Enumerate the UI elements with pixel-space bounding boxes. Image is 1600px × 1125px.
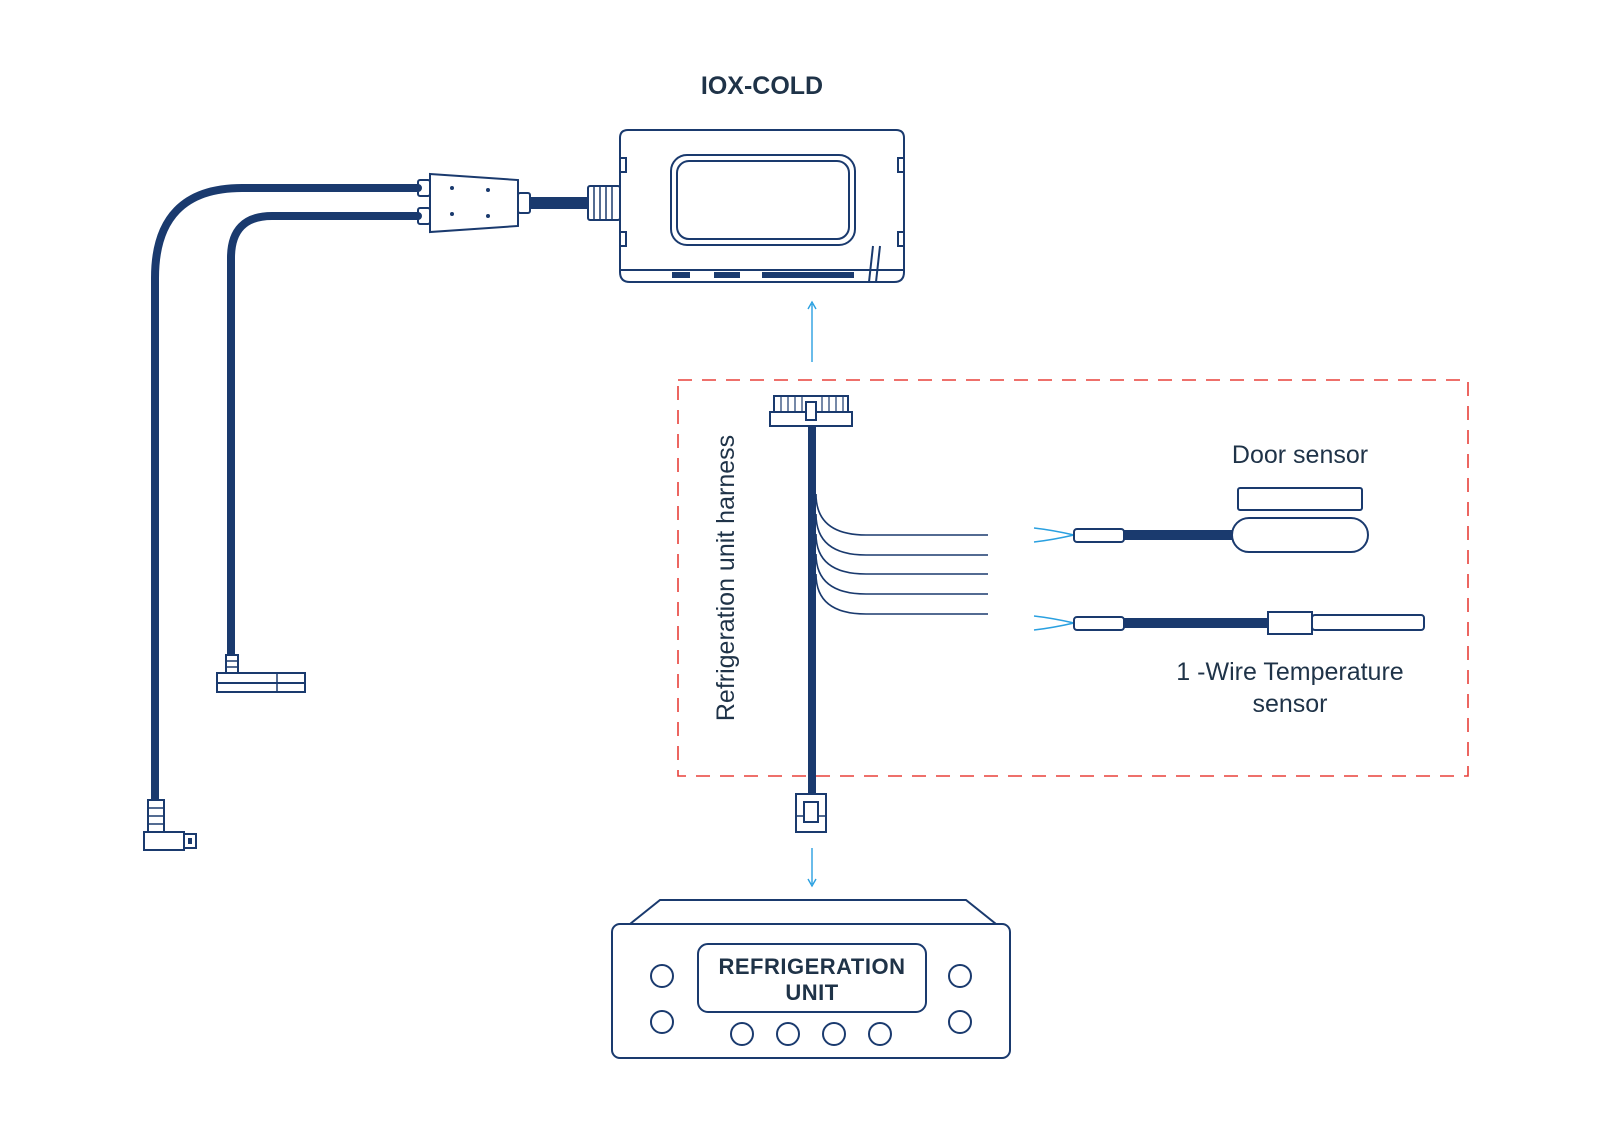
harness-branch-wires bbox=[815, 493, 988, 615]
door-sensor bbox=[1033, 487, 1369, 553]
temp-sensor-label-line1: 1 -Wire Temperature bbox=[1176, 658, 1403, 686]
harness-label: Refrigeration unit harness bbox=[712, 435, 740, 721]
harness-boundary bbox=[677, 379, 1469, 777]
unit-label-line1: REFRIGERATION bbox=[719, 954, 906, 979]
unit-label-line2: UNIT bbox=[785, 980, 838, 1005]
flat-connector bbox=[216, 654, 306, 693]
arrow-to-device bbox=[807, 300, 817, 362]
outer-cable bbox=[151, 184, 422, 809]
door-sensor-label: Door sensor bbox=[1232, 441, 1368, 469]
y-splitter bbox=[417, 172, 519, 234]
temperature-sensor bbox=[1033, 611, 1425, 635]
harness-top-connector bbox=[769, 395, 853, 427]
right-angle-connector bbox=[143, 799, 197, 851]
inner-cable bbox=[227, 212, 422, 662]
harness-bottom-connector bbox=[795, 793, 827, 833]
refrigeration-unit bbox=[611, 899, 1011, 1059]
iox-cold-device bbox=[619, 129, 905, 283]
temp-sensor-label-line2: sensor bbox=[1252, 690, 1327, 718]
main-cable bbox=[517, 185, 621, 221]
arrow-to-unit bbox=[807, 848, 817, 888]
device-title: IOX-COLD bbox=[701, 72, 823, 100]
